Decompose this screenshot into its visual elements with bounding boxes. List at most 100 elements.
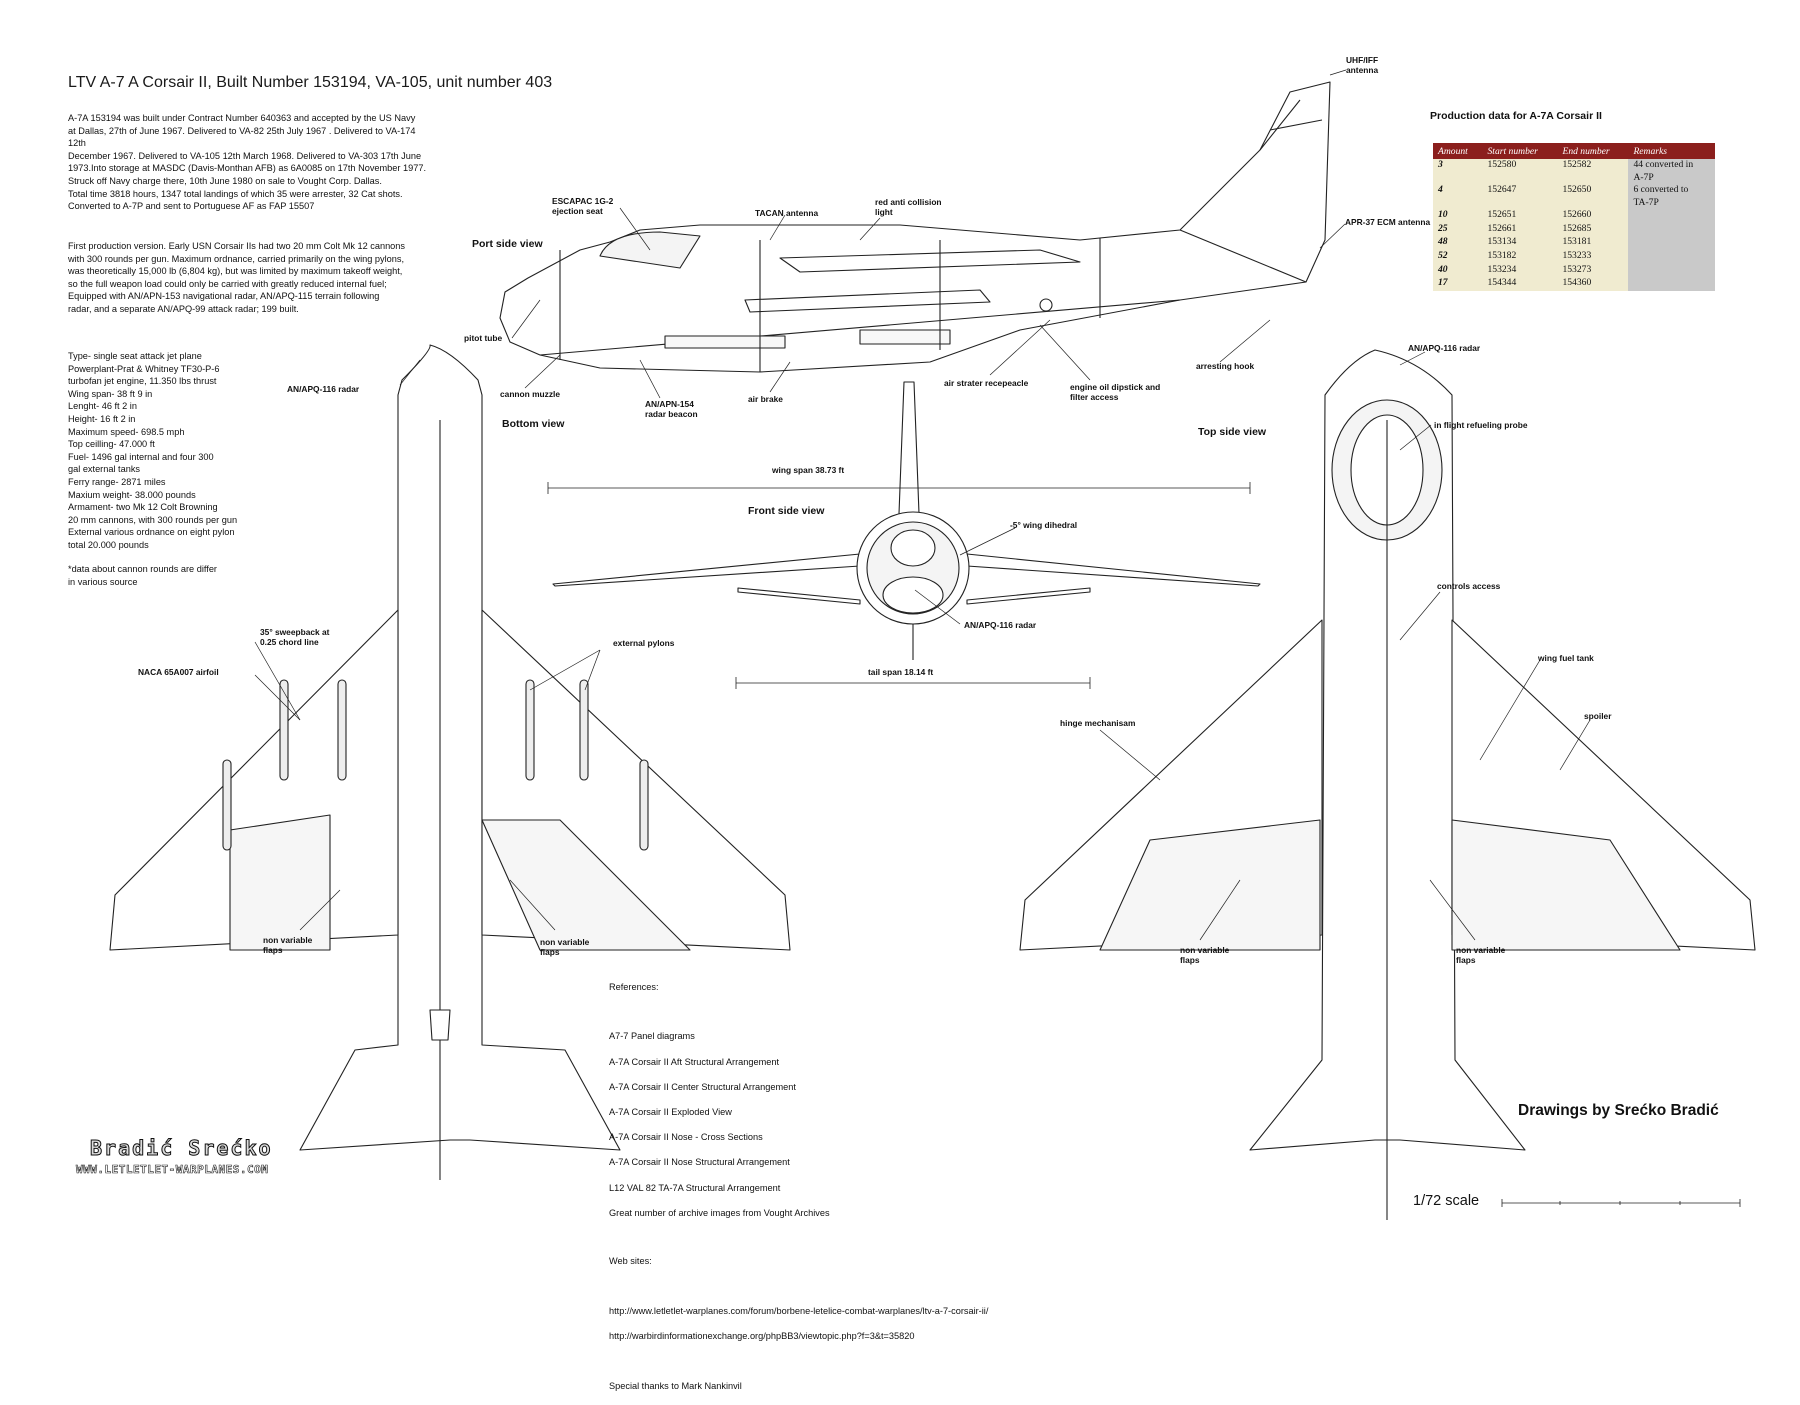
column-header: Amount — [1433, 143, 1483, 159]
label-apr37-antenna: APR-37 ECM antenna — [1345, 217, 1431, 227]
end-cell: 153181 — [1557, 236, 1629, 251]
brand-url: WWW.LETLETLET-WARPLANES.COM — [76, 1163, 269, 1177]
aircraft-drawings — [109, 69, 1756, 1220]
column-header: Remarks — [1628, 143, 1715, 159]
specifications-list: Type- single seat attack jet plane Power… — [68, 351, 238, 550]
front-view-drawing — [552, 381, 1261, 660]
label-uhf-iff-antenna: UHF/IFF antenna — [1346, 55, 1379, 75]
thanks-note: Special thanks to Mark Nankinvil — [609, 1381, 742, 1392]
remarks-cell: 44 converted in A-7P — [1628, 159, 1715, 184]
label-controls-access: controls access — [1437, 581, 1501, 591]
end-cell: 154360 — [1557, 277, 1629, 292]
end-cell: 152660 — [1557, 209, 1629, 223]
table-row: 3 152580 152582 44 converted in A-7P — [1433, 159, 1715, 184]
top-view-drawing — [1019, 349, 1756, 1220]
production-table-title: Production data for A-7A Corsair II — [1430, 110, 1602, 122]
label-airfoil: NACA 65A007 airfoil — [138, 667, 219, 677]
amount-cell: 3 — [1433, 159, 1483, 184]
port-side-view-heading: Port side view — [472, 238, 543, 250]
start-cell: 152651 — [1482, 209, 1558, 223]
table-row: 52 153182 153233 — [1433, 250, 1715, 264]
web-sites-heading: Web sites: — [609, 1256, 652, 1267]
remarks-cell — [1628, 236, 1715, 251]
remarks-cell — [1628, 277, 1715, 292]
history-paragraph: A-7A 153194 was built under Contract Num… — [68, 113, 426, 212]
column-header: End number — [1557, 143, 1629, 159]
label-non-variable-flaps-1: non variable flaps — [263, 935, 313, 955]
start-cell: 153134 — [1482, 236, 1558, 251]
reference-item: A-7A Corsair II Nose - Cross Sections — [609, 1132, 763, 1143]
label-radar-top: AN/APQ-116 radar — [1408, 343, 1481, 353]
reference-item: A-7A Corsair II Center Structural Arrang… — [609, 1081, 796, 1092]
label-tacan-antenna: TACAN antenna — [755, 208, 819, 218]
front-side-view-heading: Front side view — [748, 505, 825, 517]
reference-item: A-7A Corsair II Nose Structural Arrangem… — [609, 1157, 790, 1168]
label-external-pylons: external pylons — [613, 638, 675, 648]
label-wing-dihedral: -5° wing dihedral — [1010, 520, 1078, 530]
top-side-view-heading: Top side view — [1198, 426, 1267, 438]
amount-cell: 10 — [1433, 209, 1483, 223]
bottom-view-drawing — [109, 344, 791, 1180]
table-row: 25 152661 152685 — [1433, 222, 1715, 237]
signature: Drawings by Srećko Bradić — [1518, 1102, 1719, 1119]
end-cell: 152650 — [1557, 184, 1629, 209]
label-arresting-hook: arresting hook — [1196, 361, 1255, 371]
amount-cell: 17 — [1433, 277, 1483, 292]
references-block: References: A7-7 Panel diagrams A-7A Cor… — [609, 968, 1109, 1405]
label-radar-beacon: AN/APN-154 radar beacon — [645, 399, 698, 419]
footnote: *data about cannon rounds are differ in … — [68, 564, 217, 587]
bottom-view-heading: Bottom view — [502, 418, 565, 430]
label-tail-span: tail span 18.14 ft — [868, 667, 934, 677]
column-header: Start number — [1482, 143, 1558, 159]
table-row: 10 152651 152660 — [1433, 209, 1715, 223]
label-ejection-seat: ESCAPAC 1G-2 ejection seat — [552, 196, 614, 216]
label-refueling-probe: in flight refueling probe — [1434, 420, 1528, 430]
web-link[interactable]: http://warbirdinformationexchange.org/ph… — [609, 1331, 915, 1342]
label-anti-collision-light: red anti collision light — [875, 197, 942, 217]
label-non-variable-flaps-2: non variable flaps — [540, 937, 590, 957]
label-hinge-mechanism: hinge mechanisam — [1060, 718, 1136, 728]
label-sweepback: 35° sweepback at 0.25 chord line — [260, 627, 330, 647]
label-spoiler: spoiler — [1584, 711, 1612, 721]
start-cell: 152580 — [1482, 159, 1558, 184]
start-cell: 153182 — [1482, 250, 1558, 264]
scale-bar — [1501, 1199, 1741, 1207]
label-cannon-muzzle: cannon muzzle — [500, 389, 561, 399]
description-paragraph: First production version. Early USN Cors… — [68, 241, 405, 314]
reference-item: A-7A Corsair II Aft Structural Arrangeme… — [609, 1056, 780, 1067]
table-row: 4 152647 152650 6 converted to TA-7P — [1433, 184, 1715, 209]
remarks-cell — [1628, 263, 1715, 278]
reference-item: A7-7 Panel diagrams — [609, 1031, 695, 1042]
reference-item: Great number of archive images from Voug… — [609, 1207, 830, 1218]
label-air-starter-receptacle: air strater recepeacle — [944, 378, 1029, 388]
end-cell: 153273 — [1557, 263, 1629, 278]
start-cell: 153234 — [1482, 263, 1558, 278]
scale-label: 1/72 scale — [1413, 1193, 1480, 1209]
table-row: 40 153234 153273 — [1433, 263, 1715, 278]
web-link[interactable]: http://www.letletlet-warplanes.com/forum… — [609, 1306, 989, 1317]
amount-cell: 52 — [1433, 250, 1483, 264]
end-cell: 153233 — [1557, 250, 1629, 264]
label-wing-span: wing span 38.73 ft — [772, 465, 845, 475]
amount-cell: 40 — [1433, 263, 1483, 278]
port-side-view-drawing — [499, 81, 1331, 373]
start-cell: 152661 — [1482, 222, 1558, 237]
remarks-cell: 6 converted to TA-7P — [1628, 184, 1715, 209]
amount-cell: 25 — [1433, 222, 1483, 237]
remarks-cell — [1628, 222, 1715, 237]
label-air-brake: air brake — [748, 394, 783, 404]
remarks-cell — [1628, 209, 1715, 223]
label-engine-oil-access: engine oil dipstick and filter access — [1070, 382, 1161, 402]
reference-item: L12 VAL 82 TA-7A Structural Arrangement — [609, 1182, 781, 1193]
amount-cell: 4 — [1433, 184, 1483, 209]
start-cell: 154344 — [1482, 277, 1558, 292]
production-table: Amount Start number End number Remarks 3… — [1433, 143, 1715, 292]
table-row: 17 154344 154360 — [1433, 277, 1715, 292]
label-radar-bottom: AN/APQ-116 radar — [287, 384, 360, 394]
end-cell: 152582 — [1557, 159, 1629, 184]
label-non-variable-flaps-3: non variable flaps — [1180, 945, 1230, 965]
table-row: 48 153134 153181 — [1433, 236, 1715, 251]
page-title: LTV A-7 A Corsair II, Built Number 15319… — [68, 74, 553, 91]
brand-logo: Bradić Srećko — [90, 1136, 273, 1161]
reference-item: A-7A Corsair II Exploded View — [609, 1106, 732, 1117]
